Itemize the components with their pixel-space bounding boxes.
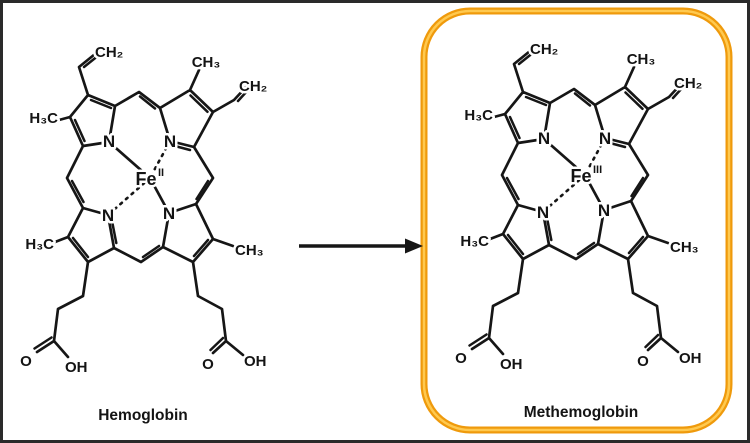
nitrogen-label: N xyxy=(103,132,115,151)
iron-label: Fe xyxy=(135,169,156,189)
methyl-ch3-label: CH₃ xyxy=(627,51,656,68)
carbonyl-oxygen-label: O xyxy=(637,353,649,370)
molecule-name-hemoglobin: Hemoglobin xyxy=(98,407,188,424)
nitrogen-label: N xyxy=(537,203,549,222)
iron-label: Fe xyxy=(570,166,591,186)
carbonyl-oxygen-label: O xyxy=(20,353,32,370)
iron-oxidation-state: III xyxy=(593,164,602,176)
carbonyl-oxygen-label: O xyxy=(202,356,214,373)
nitrogen-label: N xyxy=(164,132,176,151)
iron-oxidation-state: II xyxy=(158,167,164,179)
nitrogen-label: N xyxy=(598,201,610,220)
hydroxyl-label: OH xyxy=(65,359,88,376)
methemoglobin-structure: N N N N Fe III CH₂ CH₃ CH₂ H₃C H₃C CH₃ O… xyxy=(453,39,705,422)
methyl-ch3-label: CH₃ xyxy=(192,54,221,71)
hydroxyl-label: OH xyxy=(679,350,702,367)
vinyl-ch2-label: CH₂ xyxy=(674,75,702,92)
nitrogen-label: N xyxy=(163,204,175,223)
hydroxyl-label: OH xyxy=(244,353,267,370)
hemoglobin-structure: N N N N Fe II CH₂ CH₃ CH₂ H₃C H₃C CH₃ O … xyxy=(18,42,270,425)
methyl-ch3-label: CH₃ xyxy=(670,239,699,256)
vinyl-ch2-label: CH₂ xyxy=(239,78,267,95)
methyl-h3c-label: H₃C xyxy=(464,107,493,124)
vinyl-ch2-label: CH₂ xyxy=(530,41,558,58)
vinyl-ch2-label: CH₂ xyxy=(95,44,123,61)
methyl-h3c-label: H₃C xyxy=(29,110,58,127)
methyl-h3c-label: H₃C xyxy=(460,233,489,250)
carbonyl-oxygen-label: O xyxy=(455,350,467,367)
nitrogen-label: N xyxy=(599,129,611,148)
reaction-arrow-icon xyxy=(299,238,423,254)
nitrogen-label: N xyxy=(102,206,114,225)
molecule-name-methemoglobin: Methemoglobin xyxy=(524,404,639,421)
highlight-box xyxy=(420,7,733,434)
nitrogen-label: N xyxy=(538,129,550,148)
methyl-h3c-label: H₃C xyxy=(25,236,54,253)
methyl-ch3-label: CH₃ xyxy=(235,242,264,259)
hydroxyl-label: OH xyxy=(500,356,523,373)
